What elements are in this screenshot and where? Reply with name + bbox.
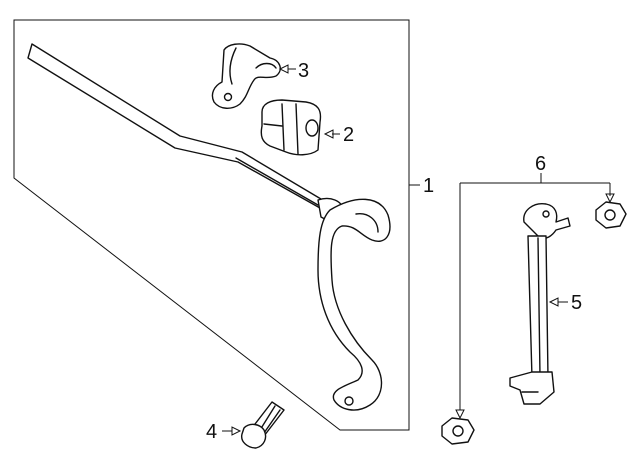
link-nut-lower[interactable] [441, 417, 475, 445]
assembly-frame [13, 19, 410, 431]
callout-6: 6 [535, 153, 546, 175]
arrow-6b-icon [605, 193, 615, 204]
arrow-4-icon [231, 426, 242, 436]
bushing-bracket[interactable] [211, 43, 281, 109]
arrow-3-icon [278, 64, 289, 74]
callout-4: 4 [206, 421, 217, 443]
stabilizer-bushing[interactable] [260, 99, 322, 156]
callout-2: 2 [343, 124, 354, 146]
link-nut-upper[interactable] [595, 201, 627, 229]
arrow-5-icon [548, 297, 559, 307]
arrow-2-icon [323, 129, 334, 139]
callout-3: 3 [298, 60, 309, 82]
leader-line-6 [459, 173, 611, 410]
stabilizer-link[interactable] [509, 203, 571, 405]
stabilizer-bar[interactable] [27, 43, 391, 411]
arrow-6a-icon [455, 409, 465, 420]
bolt[interactable] [241, 401, 285, 449]
callout-1: 1 [423, 175, 434, 197]
callout-5: 5 [571, 292, 582, 314]
